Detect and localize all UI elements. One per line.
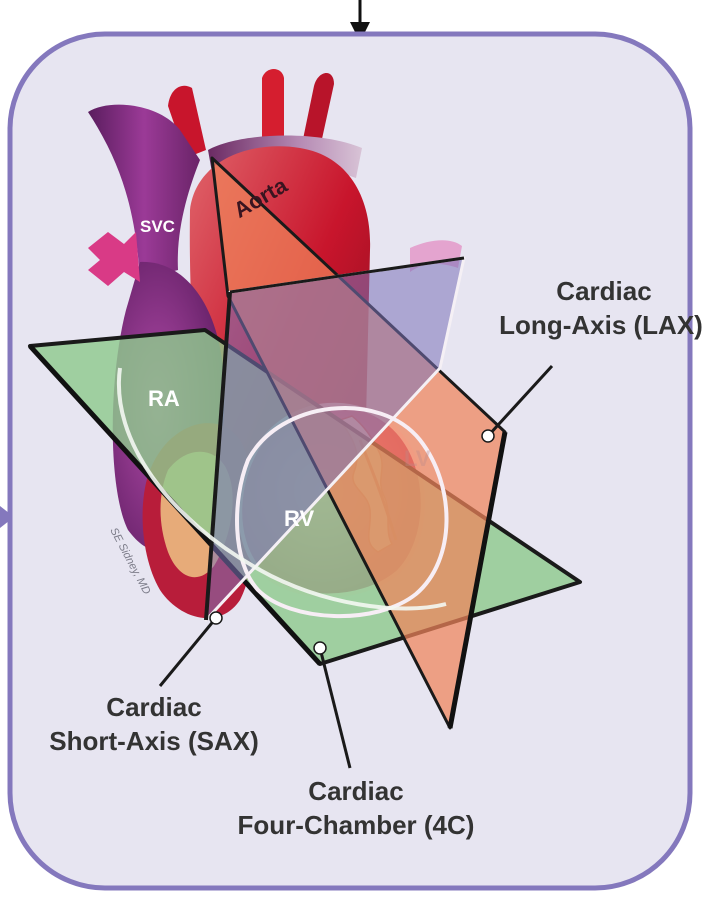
short-axis-plane-edge bbox=[204, 291, 232, 621]
sax-callout-line1: Cardiac bbox=[106, 692, 201, 722]
lv-label: LV bbox=[404, 446, 431, 471]
lax-callout-line1: Cardiac bbox=[556, 276, 651, 306]
lax-callout-line2: Long-Axis (LAX) bbox=[499, 310, 703, 340]
short-axis-plane-top-edge bbox=[229, 256, 465, 294]
lax-callout: Cardiac Long-Axis (LAX) bbox=[499, 276, 703, 340]
carotid-artery-left bbox=[168, 85, 206, 158]
svc-label: SVC bbox=[140, 217, 175, 236]
four-chamber-rim bbox=[116, 367, 447, 611]
sax-callout-leader bbox=[158, 611, 223, 687]
carotid-artery-mid bbox=[262, 69, 284, 142]
sax-callout-line2: Short-Axis (SAX) bbox=[49, 726, 258, 756]
superior-vena-cava bbox=[88, 104, 200, 281]
fc-callout-leader bbox=[313, 641, 352, 769]
left-arrow-icon bbox=[0, 506, 14, 528]
fc-callout: Cardiac Four-Chamber (4C) bbox=[238, 776, 475, 840]
carotid-artery-right bbox=[302, 72, 334, 148]
fc-callout-line1: Cardiac bbox=[308, 776, 403, 806]
pulmonary-vein-stub bbox=[88, 232, 140, 286]
ventricle-cross-section-outline bbox=[235, 405, 449, 618]
ra-label: RA bbox=[148, 386, 180, 411]
fc-callout-line2: Four-Chamber (4C) bbox=[238, 810, 475, 840]
long-axis-plane-edge bbox=[447, 431, 508, 729]
sax-callout: Cardiac Short-Axis (SAX) bbox=[49, 692, 258, 756]
lax-callout-leader bbox=[481, 364, 554, 443]
rv-label: RV bbox=[284, 506, 314, 531]
